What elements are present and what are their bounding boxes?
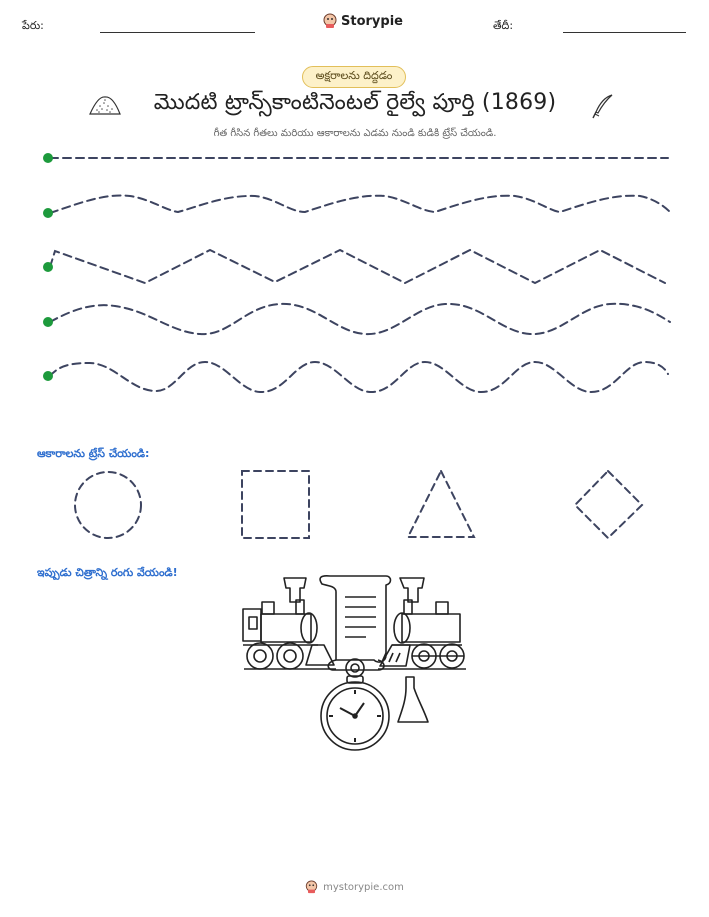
shapes-section-label: ఆకారాలను ట్రేస్ చేయండి: <box>37 447 150 460</box>
trace-shape-triangle[interactable] <box>406 468 476 538</box>
name-label: పేరు: <box>22 19 44 32</box>
storypie-logo: Storypie <box>323 13 403 29</box>
start-dot <box>43 262 53 272</box>
trace-line-wave[interactable] <box>49 194 671 214</box>
storypie-logo-icon <box>323 13 337 28</box>
storypie-logo-icon <box>305 880 318 894</box>
trace-line-zigzag[interactable] <box>49 248 666 285</box>
footer: mystorypie.com <box>0 880 709 894</box>
golden-spike <box>397 676 429 723</box>
scroll-illustration <box>319 575 392 671</box>
trace-shape-diamond[interactable] <box>573 469 644 540</box>
trace-line-tight-wave[interactable] <box>49 360 669 394</box>
activity-badge: అక్షరాలను దిద్దడం <box>302 66 406 88</box>
coloring-picture <box>242 575 466 751</box>
trace-line-smooth-wave[interactable] <box>49 302 671 336</box>
start-dot <box>43 208 53 218</box>
trace-shape-circle[interactable] <box>74 471 142 539</box>
logo-text: Storypie <box>341 13 403 29</box>
coloring-section-label: ఇప్పుడు చిత్రాన్ని రంగు వేయండి! <box>37 566 178 579</box>
left-locomotive <box>242 577 336 670</box>
feather-quill-icon <box>592 94 613 119</box>
name-field[interactable] <box>100 32 255 33</box>
right-locomotive <box>378 577 466 670</box>
page-title: మొదటి ట్రాన్స్‌కాంటినెంటల్ రైల్వే పూర్తి… <box>153 90 557 115</box>
date-field[interactable] <box>563 32 686 33</box>
footer-link[interactable]: mystorypie.com <box>323 881 404 893</box>
pocket-watch <box>320 658 390 751</box>
instructions: గీత గీసిన గీతలు మరియు ఆకారాలను ఎడమ నుండి… <box>213 128 497 139</box>
date-label: తేదీ: <box>493 19 514 32</box>
start-dot <box>43 153 53 163</box>
start-dot <box>43 371 53 381</box>
trace-shape-square[interactable] <box>241 470 310 539</box>
sand-pile-icon <box>89 96 121 115</box>
start-dot <box>43 317 53 327</box>
